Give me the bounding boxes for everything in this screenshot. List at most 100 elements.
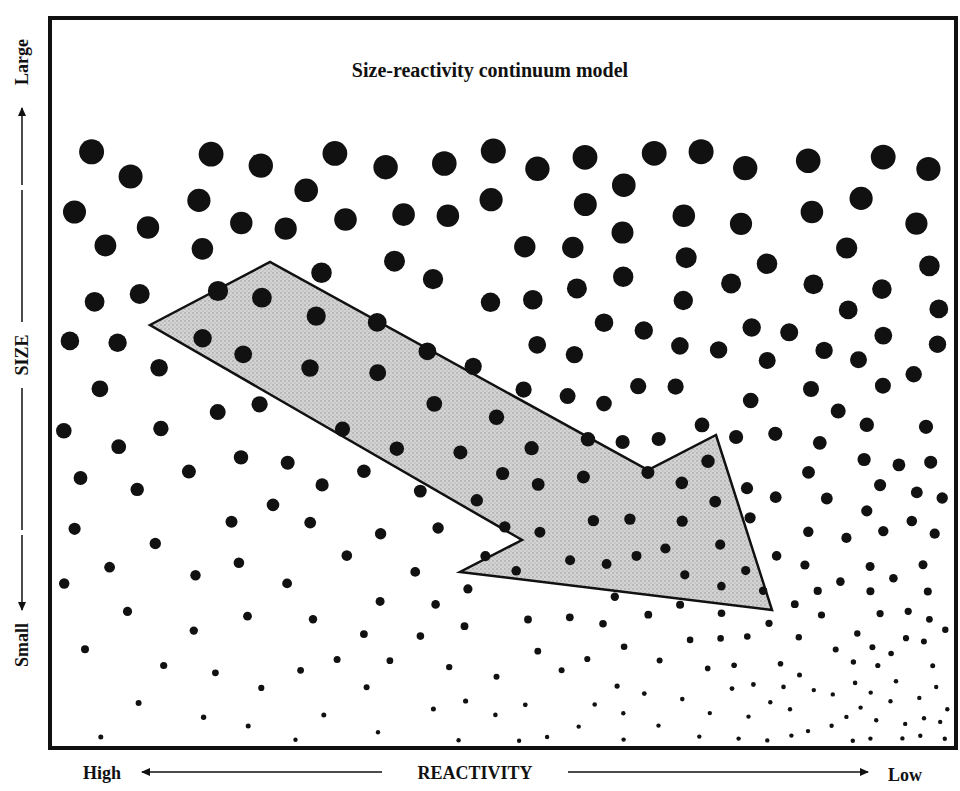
particle-dot xyxy=(79,139,104,164)
particle-dot xyxy=(523,702,528,707)
particle-dot xyxy=(387,657,394,664)
particle-dot xyxy=(390,442,404,456)
particle-dot xyxy=(234,345,252,363)
particle-dot xyxy=(905,213,927,235)
particle-dot xyxy=(123,607,132,616)
particle-dot xyxy=(281,456,295,470)
particle-dot xyxy=(226,516,238,528)
particle-dot xyxy=(375,528,386,539)
particle-dot xyxy=(717,582,726,591)
particle-dot xyxy=(743,318,761,336)
particle-dot xyxy=(736,736,740,740)
particle-dot xyxy=(131,483,144,496)
particle-dot xyxy=(894,679,899,684)
particle-dot xyxy=(494,674,500,680)
particle-dot xyxy=(858,705,862,709)
particle-dot xyxy=(463,584,472,593)
particle-dot xyxy=(437,205,460,228)
particle-dot xyxy=(316,478,329,491)
particle-dot xyxy=(930,663,935,668)
particle-dot xyxy=(836,577,845,586)
particle-dot xyxy=(632,551,642,561)
particle-dot xyxy=(746,714,750,718)
particle-dot xyxy=(812,688,816,692)
particle-dot xyxy=(676,477,689,490)
particle-dot xyxy=(621,737,625,741)
particle-dot xyxy=(911,487,923,499)
particle-dot xyxy=(373,155,397,179)
particle-dot xyxy=(499,521,510,532)
particle-dot xyxy=(731,662,737,668)
particle-dot xyxy=(945,707,949,711)
particle-dot xyxy=(866,562,875,571)
particle-dot xyxy=(234,558,245,569)
particle-dot xyxy=(919,560,928,569)
particle-dot xyxy=(818,611,825,618)
particle-dot xyxy=(59,578,69,588)
particle-dot xyxy=(69,523,81,535)
particle-dot xyxy=(831,692,835,696)
particle-dot xyxy=(573,145,598,170)
particle-dot xyxy=(130,284,150,304)
particle-dot xyxy=(858,453,871,466)
particle-dot xyxy=(677,516,688,527)
particle-dot xyxy=(781,685,786,690)
particle-dot xyxy=(192,238,214,260)
particle-dot xyxy=(592,702,597,707)
particle-dot xyxy=(528,336,546,354)
axis-arrow xyxy=(142,771,382,773)
particle-dot xyxy=(759,352,776,369)
particle-dot xyxy=(657,658,663,664)
particle-dot xyxy=(275,218,297,240)
particle-dot xyxy=(334,656,341,663)
axis-line xyxy=(21,190,23,322)
particle-dot xyxy=(369,364,386,381)
particle-dot xyxy=(861,505,872,516)
particle-dot xyxy=(705,666,711,672)
particle-dot xyxy=(190,570,200,580)
particle-dot xyxy=(841,533,851,543)
particle-dot xyxy=(875,378,891,394)
particle-dot xyxy=(930,529,940,539)
particle-dot xyxy=(765,738,769,742)
particle-dot xyxy=(588,515,599,526)
particle-dot xyxy=(853,681,858,686)
particle-dot xyxy=(872,279,892,299)
particle-dot xyxy=(453,445,467,459)
particle-dot xyxy=(230,212,252,234)
particle-dot xyxy=(511,566,521,576)
particle-dot xyxy=(768,700,772,704)
particle-dot xyxy=(635,321,653,339)
particle-dot xyxy=(252,396,268,412)
axis-line xyxy=(21,388,23,530)
particle-dot xyxy=(309,615,317,623)
particle-dot xyxy=(804,274,824,294)
particle-dot xyxy=(481,139,506,164)
particle-dot xyxy=(741,566,750,575)
particle-dot xyxy=(893,459,906,472)
particle-dot xyxy=(517,739,521,743)
particle-dot xyxy=(392,203,415,226)
particle-dot xyxy=(297,667,304,674)
particle-dot xyxy=(612,222,634,244)
particle-dot xyxy=(710,341,727,358)
particle-dot xyxy=(765,620,772,627)
particle-dot xyxy=(210,404,226,420)
particle-dot xyxy=(803,527,813,537)
axis-arrow xyxy=(21,535,23,610)
particle-dot xyxy=(689,139,714,164)
particle-dot xyxy=(410,567,420,577)
particle-dot xyxy=(432,522,443,533)
particle-dot xyxy=(342,550,353,561)
particle-dot xyxy=(733,156,757,180)
particle-dot xyxy=(875,663,880,668)
particle-dot xyxy=(446,664,452,670)
particle-dot xyxy=(199,142,224,167)
particle-dot xyxy=(493,713,498,718)
particle-dot xyxy=(934,685,938,689)
axis-end-label: Low xyxy=(888,766,922,784)
particle-dot xyxy=(201,715,206,720)
particle-dot xyxy=(717,635,724,642)
particle-dot xyxy=(660,543,670,553)
particle-dot xyxy=(307,307,326,326)
